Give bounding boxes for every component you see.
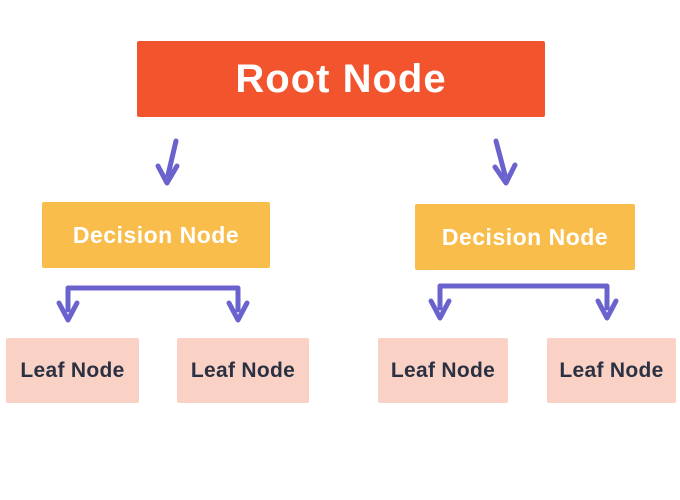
decision-node-right: Decision Node (415, 204, 635, 270)
root-to-left-decision-arrow (155, 138, 180, 186)
leaf-node-4: Leaf Node (547, 338, 676, 403)
leaf-node-2: Leaf Node (177, 338, 309, 403)
decision-node-left: Decision Node (42, 202, 270, 268)
leaf-node-3: Leaf Node (378, 338, 508, 403)
root-to-right-decision-arrow (492, 138, 518, 186)
root-node: Root Node (137, 41, 545, 117)
leaf-node-1: Leaf Node (6, 338, 139, 403)
right-decision-branch-arrows (428, 283, 619, 321)
left-decision-branch-arrows (56, 285, 250, 323)
